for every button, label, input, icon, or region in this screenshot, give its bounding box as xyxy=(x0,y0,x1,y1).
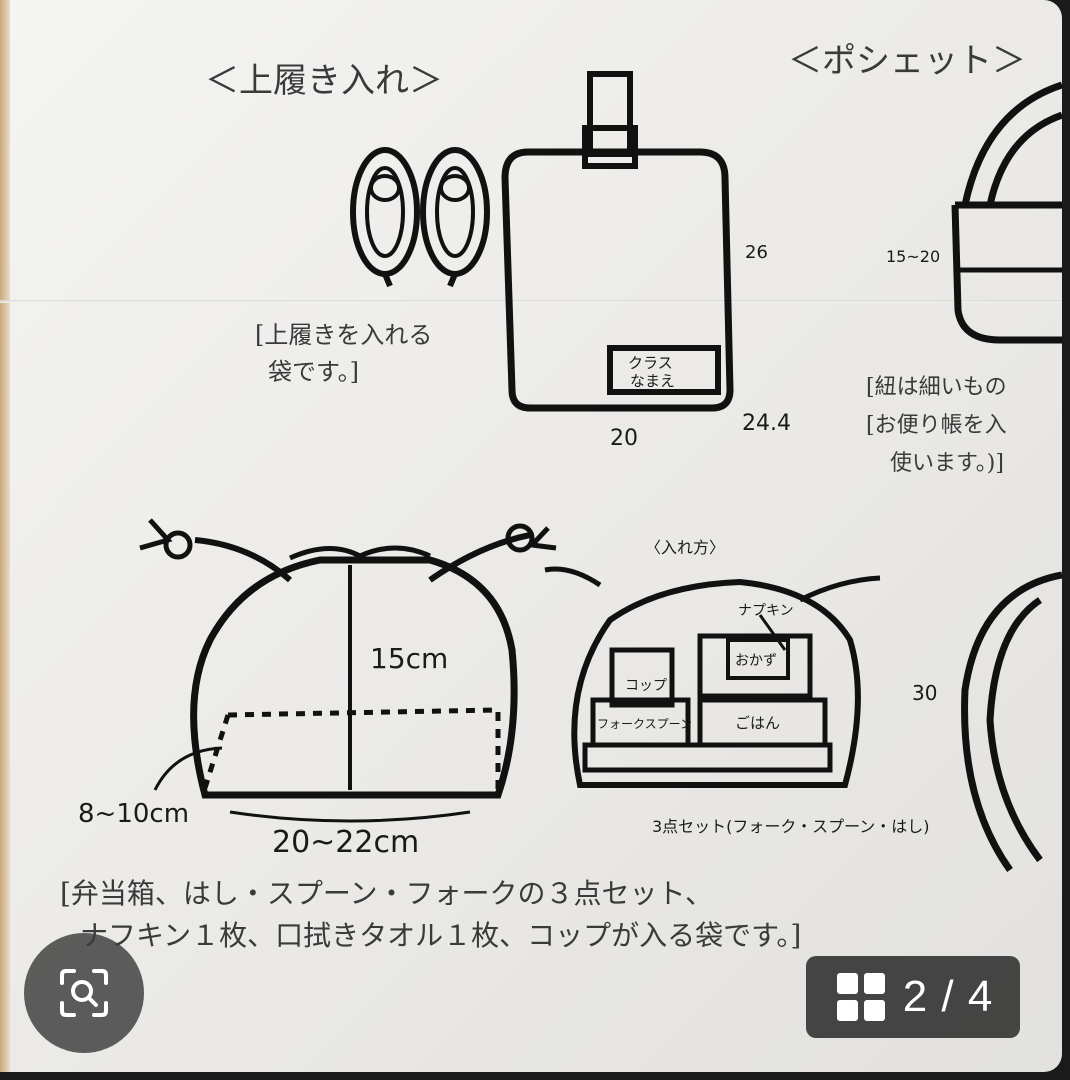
dim-24-4: 24.4 xyxy=(742,411,791,436)
uwabaki-desc-line-2: 袋です。] xyxy=(268,358,359,386)
label-cup: コップ xyxy=(625,678,667,694)
label-3set: 3点セット(フォーク・スプーン・はし) xyxy=(652,817,930,836)
label-napkin: ナプキン xyxy=(738,603,794,619)
label-okazu: おかず xyxy=(735,653,777,669)
lunch-bag-drawing xyxy=(139,518,557,823)
label-irekata: 〈入れ方〉 xyxy=(645,538,725,557)
class-label: クラス xyxy=(628,354,673,372)
pochette-title: ＜ポシェット＞ xyxy=(788,41,1026,81)
page-counter-button[interactable]: 2 / 4 xyxy=(806,956,1020,1038)
name-label: なまえ xyxy=(630,372,675,390)
grid-icon xyxy=(836,973,885,1021)
paper-edge xyxy=(0,0,10,1072)
slippers-drawing xyxy=(350,147,490,288)
cropped-bag-drawing xyxy=(961,571,1062,873)
pochette-drawing xyxy=(951,81,1062,344)
uwabaki-title: ＜上履き入れ＞ xyxy=(205,61,443,101)
dim-15-20: 15~20 xyxy=(886,247,940,266)
bento-desc-line-1: [弁当箱、はし・スプーン・フォークの３点セット、 xyxy=(60,877,713,910)
shoe-bag-drawing xyxy=(501,71,734,412)
paper-crease xyxy=(0,300,1062,303)
lens-search-button[interactable] xyxy=(24,933,144,1053)
page-counter: 2 / 4 xyxy=(902,972,994,1021)
packing-drawing xyxy=(544,566,881,788)
uwabaki-desc-line-1: [上履きを入れる xyxy=(255,321,432,349)
dim-15cm: 15cm xyxy=(370,642,448,675)
label-fork: フォークスプーン xyxy=(597,717,692,731)
pochette-desc-line-2: [お便り帳を入 xyxy=(866,413,1007,438)
dim-26: 26 xyxy=(745,242,768,263)
bento-desc-line-2: ナフキン１枚、口拭きタオル１枚、コップが入る袋です。] xyxy=(80,919,801,952)
dim-30: 30 xyxy=(912,681,937,705)
dim-8-10cm: 8~10cm xyxy=(78,799,189,829)
pochette-desc-line-3: 使います。)] xyxy=(890,451,1004,476)
lens-search-icon xyxy=(60,969,108,1017)
dim-20: 20 xyxy=(610,426,638,451)
label-gohan: ごはん xyxy=(735,714,780,732)
pochette-desc-line-1: [紐は細いもの xyxy=(866,375,1007,400)
dim-20-22cm: 20~22cm xyxy=(272,825,419,860)
